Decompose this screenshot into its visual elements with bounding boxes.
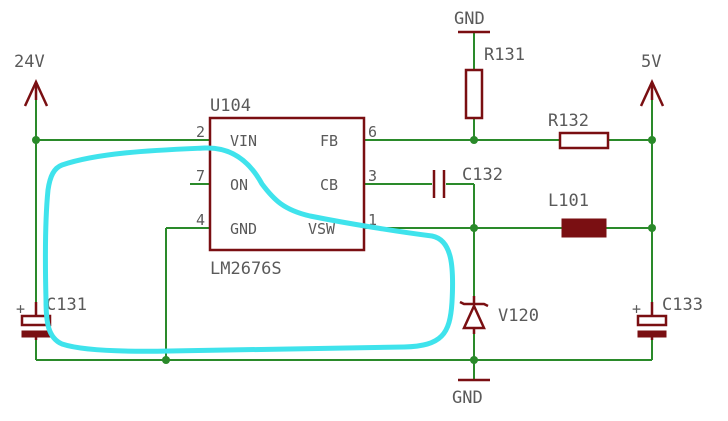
label-gnd-bottom: GND bbox=[452, 388, 483, 408]
junction-dot bbox=[32, 136, 40, 144]
resistor-r131: R131 bbox=[464, 45, 525, 120]
polarity-mark: + bbox=[632, 300, 641, 318]
supply-24v: 24V bbox=[14, 52, 49, 107]
supply-arrow-icon bbox=[639, 78, 665, 107]
junctions bbox=[32, 136, 656, 364]
ic-part-label: LM2676S bbox=[210, 259, 282, 279]
label-l101: L101 bbox=[548, 191, 589, 211]
resistor-icon bbox=[464, 68, 484, 120]
junction-dot bbox=[648, 136, 656, 144]
label-24v: 24V bbox=[14, 52, 45, 72]
inductor-icon bbox=[561, 218, 607, 238]
pin-name: VSW bbox=[308, 220, 336, 238]
highlight-loop bbox=[42, 145, 456, 354]
label-5v: 5V bbox=[641, 52, 661, 72]
diode-v120: V120 bbox=[459, 296, 539, 334]
diode-triangle-icon bbox=[462, 302, 486, 330]
label-gnd-top: GND bbox=[454, 9, 485, 29]
capacitor-plate-icon bbox=[21, 330, 51, 338]
label-v120: V120 bbox=[498, 306, 539, 326]
label-r131: R131 bbox=[484, 45, 525, 65]
capacitor-plate-icon bbox=[636, 314, 668, 327]
resistor-r132: R132 bbox=[548, 111, 610, 150]
pin-name: CB bbox=[320, 176, 338, 194]
pin-number: 6 bbox=[368, 123, 377, 141]
capacitor-c133: + C133 bbox=[632, 295, 703, 340]
pin-name: ON bbox=[230, 176, 248, 194]
junction-dot bbox=[470, 224, 478, 232]
supply-arrow-icon bbox=[23, 78, 49, 107]
junction-dot bbox=[648, 224, 656, 232]
capacitor-c131: + C131 bbox=[16, 295, 87, 340]
pin-number: 3 bbox=[368, 167, 377, 185]
capacitor-plate-icon bbox=[637, 330, 667, 338]
ic-u104: U104 LM2676S 2 7 4 6 3 1 VIN ON GND FB C… bbox=[196, 96, 377, 279]
label-c131: C131 bbox=[46, 295, 87, 315]
pin-name: GND bbox=[230, 220, 257, 238]
pin-number: 4 bbox=[196, 211, 205, 229]
label-c132: C132 bbox=[462, 165, 503, 185]
label-r132: R132 bbox=[548, 111, 589, 131]
pin-number: 1 bbox=[368, 211, 377, 229]
junction-dot bbox=[470, 356, 478, 364]
junction-dot bbox=[162, 356, 170, 364]
wires bbox=[35, 32, 653, 380]
pin-number: 7 bbox=[196, 167, 205, 185]
inductor-l101: L101 bbox=[548, 191, 607, 238]
supply-5v: 5V bbox=[639, 52, 665, 107]
ic-body bbox=[208, 116, 366, 252]
pin-number: 2 bbox=[196, 123, 205, 141]
ic-ref-label: U104 bbox=[210, 96, 251, 116]
pin-name: VIN bbox=[230, 132, 257, 150]
polarity-mark: + bbox=[16, 300, 25, 318]
resistor-icon bbox=[558, 131, 610, 150]
capacitor-c132: C132 bbox=[432, 165, 503, 198]
ground-top: GND bbox=[454, 9, 490, 34]
ground-bottom: GND bbox=[452, 378, 490, 408]
pin-name: FB bbox=[320, 132, 338, 150]
label-c133: C133 bbox=[662, 295, 703, 315]
junction-dot bbox=[470, 136, 478, 144]
